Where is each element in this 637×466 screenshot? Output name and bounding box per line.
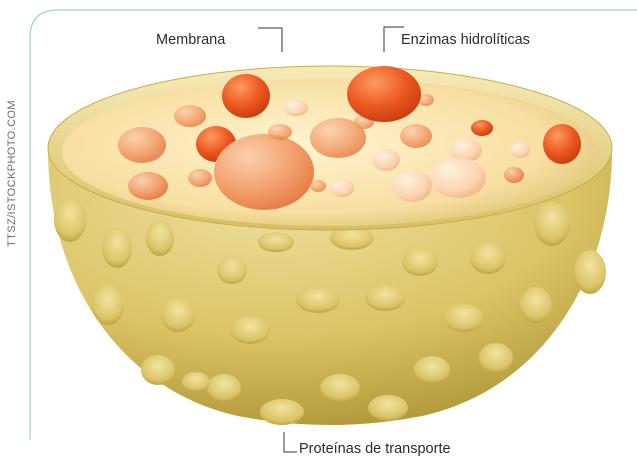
enzyme-sphere xyxy=(128,172,168,200)
transport-protein xyxy=(102,228,132,268)
proteins-leader-line xyxy=(284,432,297,452)
enzyme-sphere xyxy=(510,142,530,158)
enzyme-sphere xyxy=(372,149,400,171)
transport-protein xyxy=(534,202,570,246)
transport-protein xyxy=(479,343,513,373)
transport-protein xyxy=(574,250,606,294)
transport-protein xyxy=(368,395,408,421)
enzyme-sphere xyxy=(174,105,206,127)
transport-protein xyxy=(217,256,247,284)
enzyme-sphere xyxy=(504,167,524,183)
enzyme-sphere-large xyxy=(543,124,581,164)
transport-protein xyxy=(402,248,438,276)
enzyme-sphere xyxy=(214,134,314,210)
photo-credit: TTSZ/ISTOCKPHOTO.COM xyxy=(6,25,20,247)
enzyme-sphere xyxy=(118,127,166,163)
enzyme-sphere xyxy=(430,158,486,198)
transport-protein xyxy=(365,285,405,311)
transport-protein xyxy=(146,220,174,256)
transport-protein xyxy=(444,304,484,332)
transport-protein xyxy=(54,198,86,242)
label-transport-proteins: Proteínas de transporte xyxy=(299,441,451,457)
enzyme-sphere-large xyxy=(347,66,421,122)
enzyme-sphere xyxy=(392,170,432,202)
transport-protein xyxy=(92,285,124,325)
transport-protein xyxy=(230,316,270,344)
transport-protein xyxy=(258,232,294,252)
transport-protein xyxy=(141,355,175,385)
membrane-leader-line xyxy=(258,28,282,52)
transport-protein xyxy=(520,287,552,323)
transport-protein xyxy=(182,372,210,392)
transport-protein xyxy=(414,356,450,384)
transport-protein xyxy=(296,287,340,313)
transport-protein xyxy=(320,374,360,402)
transport-protein xyxy=(207,374,241,402)
enzyme-sphere-large xyxy=(222,74,270,118)
enzyme-sphere xyxy=(471,120,493,136)
enzyme-sphere xyxy=(188,169,212,187)
label-membrane: Membrana xyxy=(156,32,225,48)
enzyme-sphere xyxy=(310,180,326,192)
transport-protein xyxy=(161,298,195,332)
enzyme-sphere xyxy=(330,179,354,197)
label-hydrolytic-enzymes: Enzimas hidrolíticas xyxy=(401,32,530,48)
enzyme-sphere xyxy=(400,124,432,148)
transport-protein xyxy=(260,399,304,425)
enzyme-sphere xyxy=(284,100,308,116)
transport-protein xyxy=(470,242,506,274)
enzyme-sphere xyxy=(268,124,292,140)
